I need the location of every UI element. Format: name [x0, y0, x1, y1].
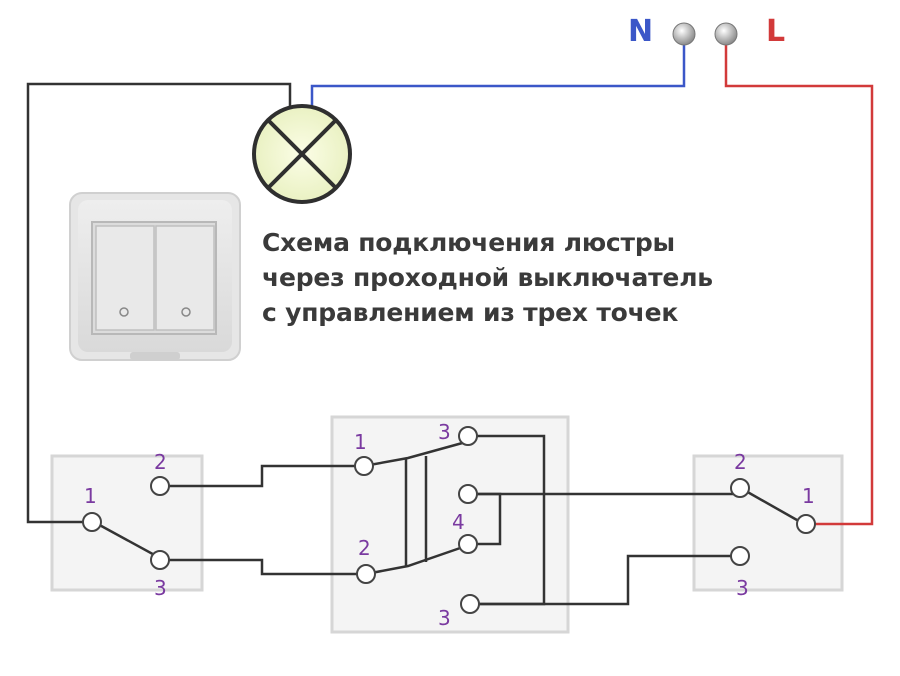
terminal-icon [672, 22, 696, 46]
neutral-label: N [628, 14, 654, 49]
wire-mid3-right3 [470, 554, 740, 606]
terminal-icon [458, 426, 478, 446]
terminal-icon [354, 456, 374, 476]
terminal-icon [714, 22, 738, 46]
wire-left2-mid1 [160, 464, 362, 488]
switch-middle-terminal-4: 4 [452, 510, 465, 534]
switch-right-terminal-3: 3 [736, 576, 749, 600]
double-switch-icon [69, 192, 241, 361]
terminal-icon [82, 512, 102, 532]
mid-lever-top [363, 440, 467, 468]
switch-right-lever [743, 488, 805, 526]
terminal-icon [458, 534, 478, 554]
switch-right-terminal-1: 1 [802, 484, 815, 508]
switch-left-terminal-1: 1 [84, 484, 97, 508]
mid-lever-bottom [365, 544, 467, 576]
terminal-icon [730, 546, 750, 566]
switch-left-lever [93, 520, 161, 560]
terminal-icon [150, 550, 170, 570]
neutral-wire [310, 36, 686, 112]
lamp-icon [252, 104, 352, 204]
live-wire [724, 36, 874, 526]
title-line-3: с управлением из трех точек [262, 298, 679, 327]
terminal-icon [458, 484, 478, 504]
live-label: L [766, 14, 786, 49]
switch-middle-terminal-1: 1 [354, 430, 367, 454]
switch-box-middle [330, 415, 570, 634]
switch-right-terminal-2: 2 [734, 450, 747, 474]
wire-left3-mid2 [160, 558, 364, 576]
title-line-1: Схема подключения люстры [262, 228, 675, 257]
lamp-feed-wire [26, 82, 292, 524]
switch-middle-terminal-2: 2 [358, 536, 371, 560]
switch-middle-terminal-3-top: 3 [438, 420, 451, 444]
switch-middle-terminal-3-bottom: 3 [438, 606, 451, 630]
terminal-icon [730, 478, 750, 498]
terminal-icon [150, 476, 170, 496]
terminal-icon [356, 564, 376, 584]
switch-left-terminal-2: 2 [154, 450, 167, 474]
terminal-icon [460, 594, 480, 614]
switch-left-terminal-3: 3 [154, 576, 167, 600]
title-line-2: через проходной выключатель [262, 263, 713, 292]
terminal-icon [796, 514, 816, 534]
